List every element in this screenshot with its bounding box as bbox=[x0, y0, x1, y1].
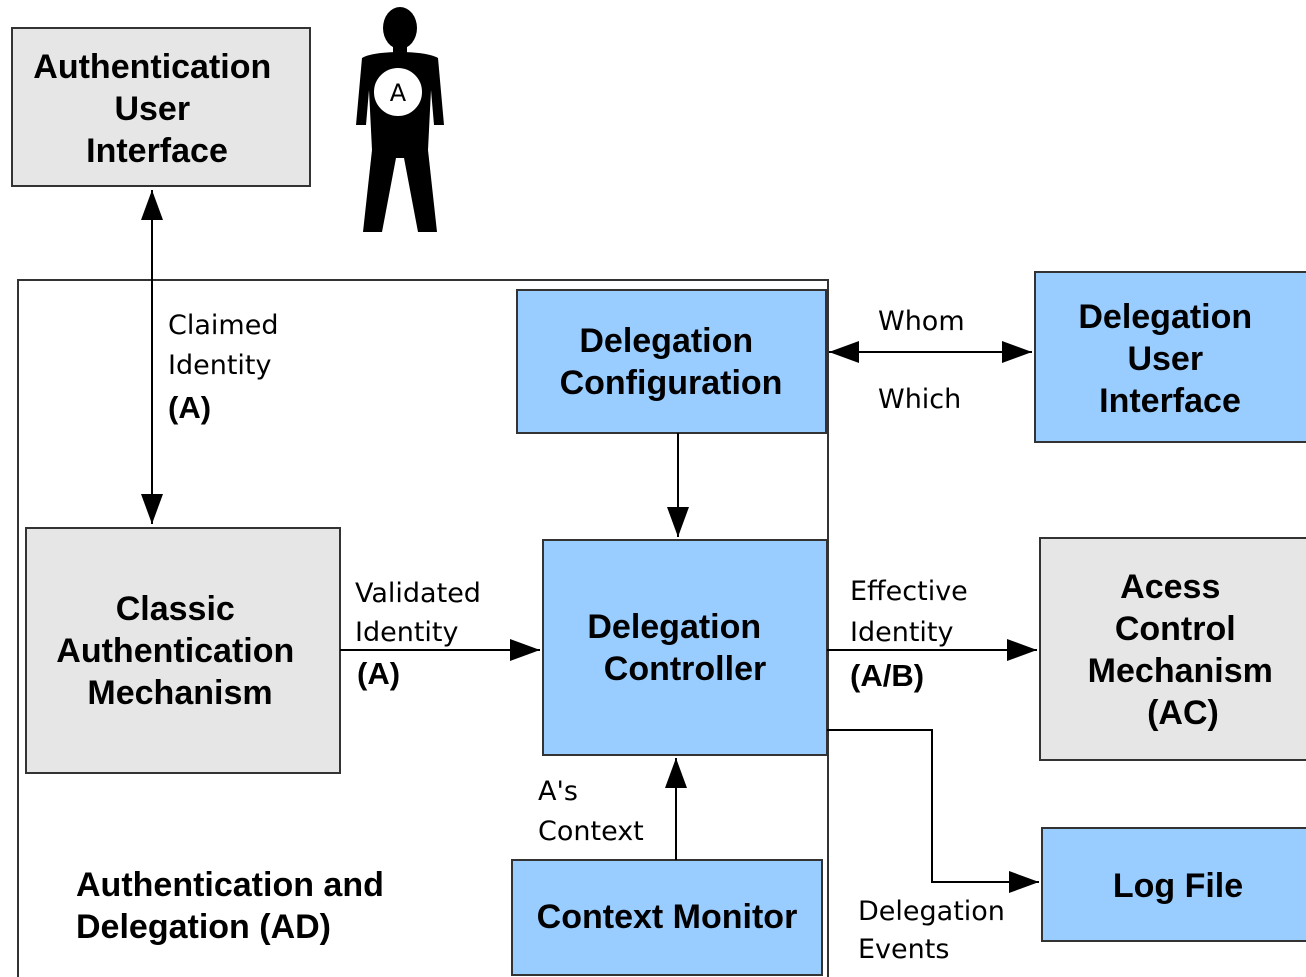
validated-identity-label: Validated Identity bbox=[355, 578, 490, 648]
deleg-ui-label: Delegation User Interface bbox=[1078, 298, 1261, 420]
user-a-badge: A bbox=[390, 79, 407, 107]
access-control-line-4: (AC) bbox=[1147, 694, 1219, 732]
effective-identity-label: Effective Identity bbox=[850, 576, 976, 648]
authentication-user-interface-label: Authentication User Interface bbox=[33, 48, 280, 170]
deleg-controller-label: Delegation Controller bbox=[587, 608, 770, 688]
claimed-identity-label: Claimed Identity bbox=[168, 310, 287, 381]
access-control-line-1: Acess bbox=[1120, 568, 1220, 606]
access-control-label: Acess Control Mechanism (AC) bbox=[1088, 568, 1283, 732]
effective-identity-line-1: Effective bbox=[850, 576, 968, 607]
claimed-identity-tag: (A) bbox=[168, 390, 211, 425]
delegation-controller-node: Delegation Controller bbox=[542, 539, 828, 756]
ad-container-label-line-2: Delegation (AD) bbox=[76, 908, 331, 946]
deleg-config-line-2: Configuration bbox=[560, 364, 783, 402]
access-control-line-3: Mechanism bbox=[1088, 652, 1273, 690]
delegation-configuration-node: Delegation Configuration bbox=[516, 289, 827, 434]
context-monitor-node: Context Monitor bbox=[511, 859, 823, 976]
context-monitor-label: Context Monitor bbox=[537, 898, 798, 936]
deleg-ui-line-2: User bbox=[1127, 340, 1203, 378]
user-a-silhouette-icon: A bbox=[356, 7, 444, 232]
validated-identity-line-2: Identity bbox=[355, 617, 458, 648]
which-label: Which bbox=[878, 384, 961, 415]
classic-auth-label: Classic Authentication Mechanism bbox=[56, 590, 303, 712]
validated-identity-line-1: Validated bbox=[355, 578, 481, 609]
claimed-identity-line-1: Claimed bbox=[168, 310, 278, 341]
whom-label: Whom bbox=[878, 306, 965, 337]
classic-auth-line-1: Classic bbox=[116, 590, 235, 628]
authentication-user-interface-node: Authentication User Interface bbox=[11, 27, 311, 187]
deleg-config-label: Delegation Configuration bbox=[560, 322, 783, 402]
log-file-label: Log File bbox=[1113, 867, 1243, 905]
deleg-ui-line-1: Delegation bbox=[1078, 298, 1252, 336]
classic-authentication-mechanism-node: Classic Authentication Mechanism bbox=[25, 527, 341, 774]
deleg-config-line-1: Delegation bbox=[579, 322, 753, 360]
auth-ui-line-3: Interface bbox=[86, 132, 228, 170]
validated-identity-tag: (A) bbox=[357, 656, 400, 691]
ad-container-label: Authentication and Delegation (AD) bbox=[76, 866, 393, 946]
deleg-controller-line-2: Controller bbox=[604, 650, 766, 688]
effective-identity-line-2: Identity bbox=[850, 617, 953, 648]
auth-ui-line-1: Authentication bbox=[33, 48, 271, 86]
claimed-identity-line-2: Identity bbox=[168, 350, 271, 381]
access-control-line-2: Control bbox=[1115, 610, 1236, 648]
deleg-controller-line-1: Delegation bbox=[587, 608, 761, 646]
access-control-mechanism-node: Acess Control Mechanism (AC) bbox=[1039, 537, 1306, 761]
classic-auth-line-2: Authentication bbox=[56, 632, 294, 670]
auth-ui-line-2: User bbox=[114, 90, 190, 128]
delegation-events-line-1: Delegation bbox=[858, 896, 1005, 927]
delegation-events-line-2: Events bbox=[858, 934, 949, 965]
ad-container-label-line-1: Authentication and bbox=[76, 866, 384, 904]
context-label: A's Context bbox=[538, 776, 644, 847]
effective-identity-tag: (A/B) bbox=[850, 658, 924, 693]
delegation-events-arrow bbox=[827, 729, 1039, 893]
delegation-user-interface-node: Delegation User Interface bbox=[1034, 271, 1306, 443]
classic-auth-line-3: Mechanism bbox=[87, 674, 272, 712]
context-line-1: A's bbox=[538, 776, 578, 807]
context-line-2: Context bbox=[538, 816, 644, 847]
deleg-ui-line-3: Interface bbox=[1099, 382, 1241, 420]
log-file-node: Log File bbox=[1041, 827, 1306, 942]
delegation-events-label: Delegation Events bbox=[858, 896, 1014, 965]
